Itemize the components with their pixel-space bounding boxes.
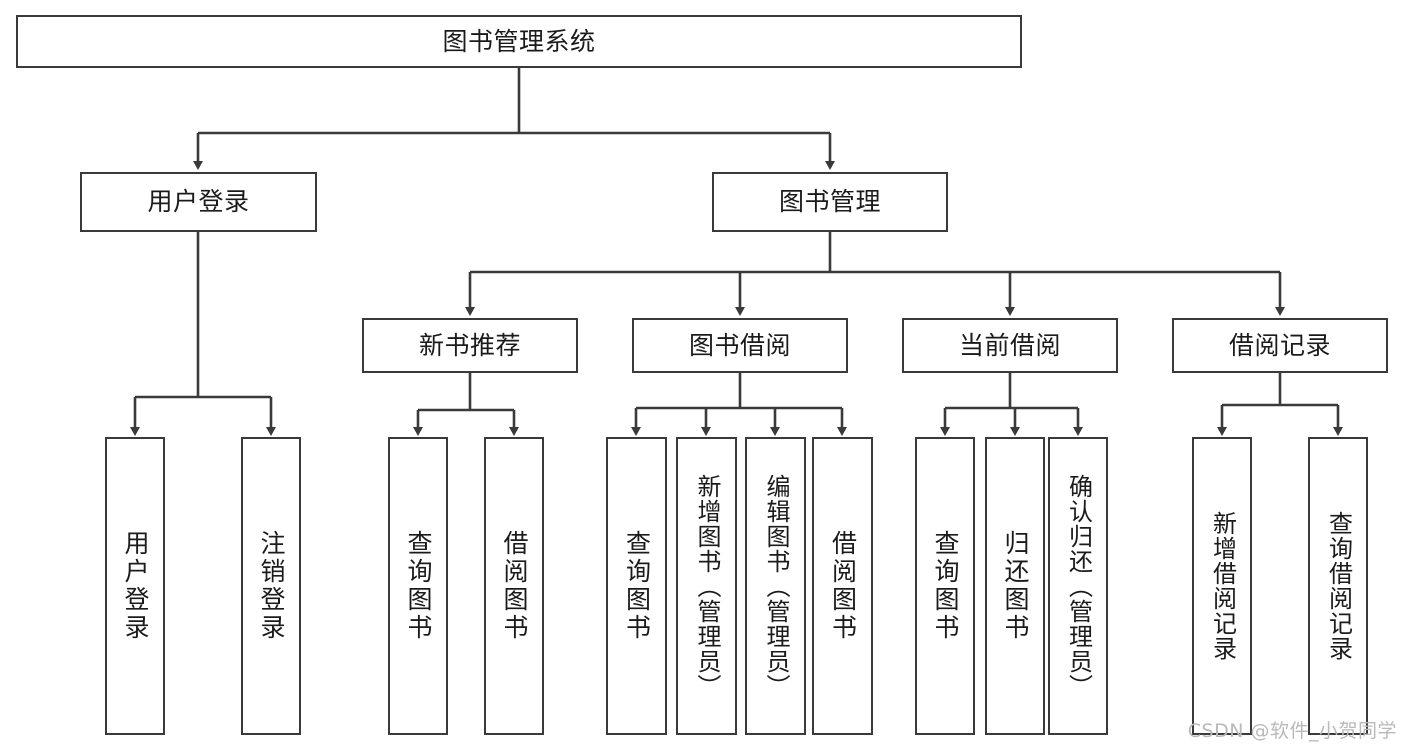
leaf-user-login[interactable]: 用户登录 xyxy=(105,437,165,735)
leaf-return-book[interactable]: 归还图书 xyxy=(985,437,1045,735)
node-borrow-record[interactable]: 借阅记录 xyxy=(1172,318,1388,373)
node-root[interactable]: 图书管理系统 xyxy=(16,15,1022,68)
node-book-borrow[interactable]: 图书借阅 xyxy=(632,318,848,373)
leaf-query-borrow-record[interactable]: 查询借阅记录 xyxy=(1308,437,1368,735)
leaf-query-book-current[interactable]: 查询图书 xyxy=(915,437,975,735)
leaf-edit-book-admin[interactable]: 编辑图书（管理员） xyxy=(745,437,806,735)
leaf-user-logout[interactable]: 注销登录 xyxy=(241,437,301,735)
node-book-manage[interactable]: 图书管理 xyxy=(712,172,948,232)
leaf-add-borrow-record[interactable]: 新增借阅记录 xyxy=(1192,437,1252,735)
node-user-login[interactable]: 用户登录 xyxy=(80,172,317,232)
leaf-query-book-borrow[interactable]: 查询图书 xyxy=(606,437,667,735)
leaf-query-book-recommend[interactable]: 查询图书 xyxy=(388,437,448,735)
node-current-borrow[interactable]: 当前借阅 xyxy=(902,318,1118,373)
leaf-confirm-return-admin[interactable]: 确认归还（管理员） xyxy=(1048,437,1108,735)
leaf-borrow-book[interactable]: 借阅图书 xyxy=(812,437,873,735)
leaf-add-book-admin[interactable]: 新增图书（管理员） xyxy=(676,437,737,735)
leaf-borrow-book-recommend[interactable]: 借阅图书 xyxy=(484,437,544,735)
node-new-book-recommend[interactable]: 新书推荐 xyxy=(362,318,578,373)
